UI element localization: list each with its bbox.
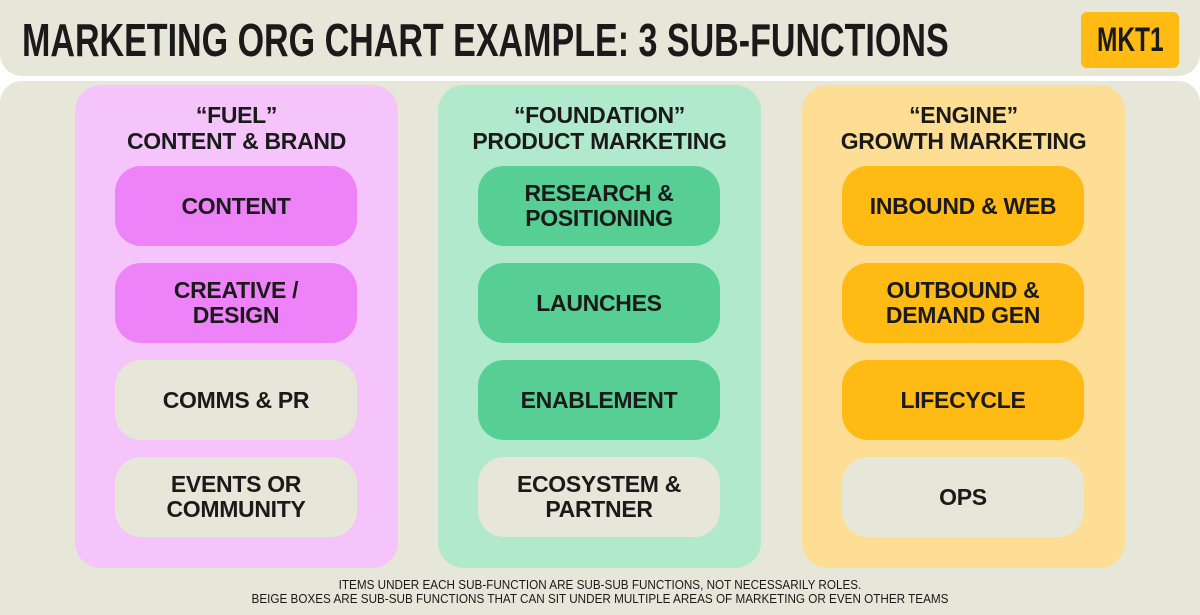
column-heading: “FUEL”CONTENT & BRAND [126, 102, 347, 154]
item-creative-design: CREATIVE / DESIGN [115, 263, 357, 343]
item-enablement: ENABLEMENT [478, 360, 720, 440]
item-ecosystem-partner: ECOSYSTEM & PARTNER [478, 457, 720, 537]
item-outbound-demand-gen: OUTBOUND & DEMAND GEN [842, 263, 1084, 343]
item-ops: OPS [842, 457, 1084, 537]
column-fuel: “FUEL”CONTENT & BRAND CONTENT CREATIVE /… [75, 85, 398, 568]
item-research-positioning: RESEARCH & POSITIONING [478, 166, 720, 246]
item-inbound-web: INBOUND & WEB [842, 166, 1084, 246]
page-title: MARKETING ORG CHART EXAMPLE: 3 SUB-FUNCT… [22, 14, 949, 66]
column-heading: “FOUNDATION”PRODUCT MARKETING [472, 102, 727, 154]
footnote: ITEMS UNDER EACH SUB-FUNCTION ARE SUB-SU… [251, 577, 949, 606]
column-engine: “ENGINE”GROWTH MARKETING INBOUND & WEB O… [802, 85, 1125, 568]
item-lifecycle: LIFECYCLE [842, 360, 1084, 440]
column-heading: “ENGINE”GROWTH MARKETING [840, 102, 1087, 154]
header: MARKETING ORG CHART EXAMPLE: 3 SUB-FUNCT… [0, 0, 1200, 76]
item-events-community: EVENTS OR COMMUNITY [115, 457, 357, 537]
item-content: CONTENT [115, 166, 357, 246]
item-launches: LAUNCHES [478, 263, 720, 343]
column-foundation: “FOUNDATION”PRODUCT MARKETING RESEARCH &… [438, 85, 761, 568]
mkt1-logo: MKT1 [1081, 12, 1179, 68]
item-comms-pr: COMMS & PR [115, 360, 357, 440]
